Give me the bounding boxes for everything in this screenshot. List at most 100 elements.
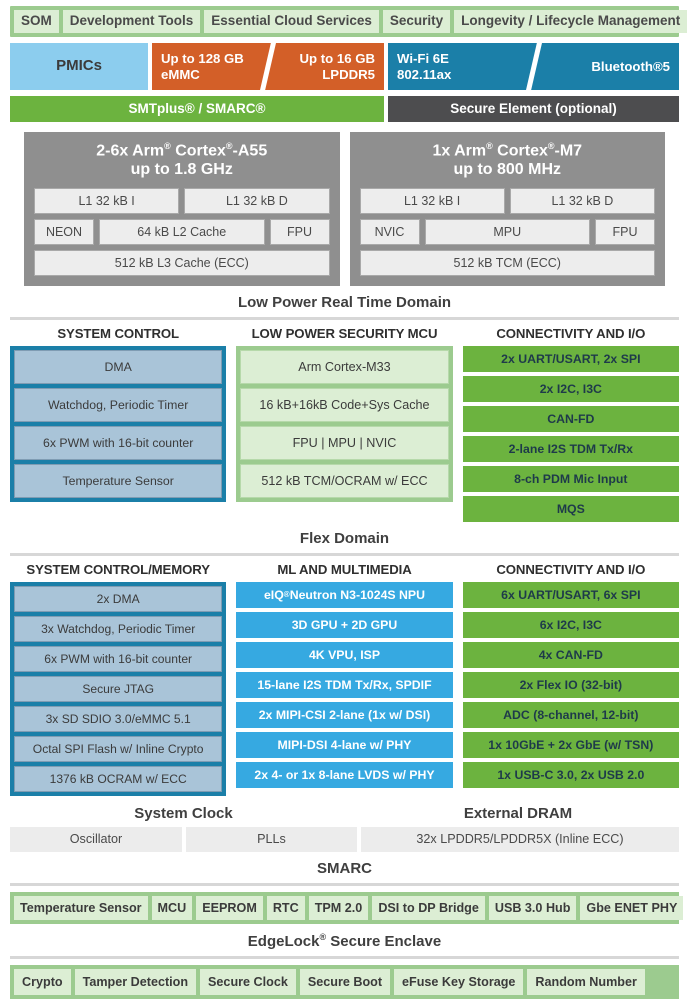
lp-system-control-item: DMA — [14, 350, 223, 385]
flex-ml-multimedia-column: ML AND MULTIMEDIA eIQ® Neutron N3-1024S … — [236, 562, 453, 796]
core-unit: 512 kB TCM (ECC) — [359, 250, 655, 277]
flex-connectivity-item: ADC (8-channel, 12-bit) — [462, 702, 679, 729]
core-unit: FPU — [595, 219, 655, 246]
core-unit: 512 kB L3 Cache (ECC) — [34, 250, 330, 277]
smarc-item: USB 3.0 Hub — [488, 896, 577, 921]
edgelock-item: Random Number — [527, 969, 645, 996]
som-item: Longevity / Lifecycle Management — [454, 10, 688, 33]
secure-element-block: Secure Element (optional) — [388, 96, 679, 122]
edgelock-item: Secure Boot — [299, 969, 391, 996]
flex-system-control-memory-item: Secure JTAG — [14, 676, 223, 703]
flex-ml-multimedia-item: 4K VPU, ISP — [236, 642, 453, 669]
core-unit: L1 32 kB D — [509, 188, 655, 215]
flex-connectivity-column: CONNECTIVITY AND I/O 6x UART/USART, 6x S… — [462, 562, 679, 796]
flex-connectivity-item: 4x CAN-FD — [462, 642, 679, 669]
column-heading: CONNECTIVITY AND I/O — [496, 562, 646, 578]
smarc-item: DSI to DP Bridge — [372, 896, 485, 921]
lp-security-mcu-item: 512 kB TCM/OCRAM w/ ECC — [240, 464, 449, 499]
flex-connectivity-item: 1x USB-C 3.0, 2x USB 2.0 — [462, 762, 679, 789]
core-unit: MPU — [424, 219, 590, 246]
lp-security-mcu-item: Arm Cortex-M33 — [240, 350, 449, 385]
plls-block: PLLs — [186, 827, 357, 853]
core-unit: L1 32 kB D — [184, 188, 330, 215]
som-item: Essential Cloud Services — [204, 10, 379, 33]
lp-connectivity-item: 2x I2C, I3C — [462, 376, 679, 403]
lp-security-mcu-item: 16 kB+16kB Code+Sys Cache — [240, 388, 449, 423]
flex-system-control-memory-item: 6x PWM with 16-bit counter — [14, 646, 223, 673]
edgelock-item: Secure Clock — [200, 969, 296, 996]
flex-ml-multimedia-item: 2x 4- or 1x 8-lane LVDS w/ PHY — [236, 762, 453, 789]
flex-system-control-memory-item: 3x SD SDIO 3.0/eMMC 5.1 — [14, 706, 223, 733]
edgelock-item: Tamper Detection — [74, 969, 197, 996]
lp-connectivity-item: 2x UART/USART, 2x SPI — [462, 346, 679, 373]
core-unit: L1 32 kB I — [359, 188, 505, 215]
core-unit: FPU — [269, 219, 330, 246]
section-divider — [10, 956, 679, 960]
smarc-item: TPM 2.0 — [308, 896, 369, 921]
smarc-item: EEPROM — [196, 896, 263, 921]
flex-ml-multimedia-item: 3D GPU + 2D GPU — [236, 612, 453, 639]
oscillator-block: Oscillator — [10, 827, 182, 853]
flex-ml-multimedia-item: MIPI-DSI 4-lane w/ PHY — [236, 732, 453, 759]
lp-connectivity-item: 8-ch PDM Mic Input — [462, 466, 679, 493]
flex-connectivity-item: 2x Flex IO (32-bit) — [462, 672, 679, 699]
lp-connectivity-column: CONNECTIVITY AND I/O 2x UART/USART, 2x S… — [462, 326, 679, 523]
flex-connectivity-item: 6x UART/USART, 6x SPI — [462, 582, 679, 609]
section-divider — [10, 317, 679, 321]
smtplus-smarc-block: SMTplus® / SMARC® — [10, 96, 384, 122]
lp-security-mcu-item: FPU | MPU | NVIC — [240, 426, 449, 461]
flex-ml-multimedia-item: eIQ® Neutron N3-1024S NPU — [236, 582, 453, 609]
clock-dram-row: Oscillator PLLs 32x LPDDR5/LPDDR5X (Inli… — [10, 827, 679, 853]
section-divider — [10, 883, 679, 887]
external-dram-heading: External DRAM — [463, 805, 573, 823]
smarc-label: SMARC — [317, 860, 372, 878]
column-heading: SYSTEM CONTROL — [57, 326, 179, 342]
column-heading: SYSTEM CONTROL/MEMORY — [26, 562, 210, 578]
som-item: SOM — [14, 10, 59, 33]
lp-connectivity-item: 2-lane I2S TDM Tx/Rx — [462, 436, 679, 463]
flex-system-control-memory-item: 3x Watchdog, Periodic Timer — [14, 616, 223, 643]
lp-system-control-item: Watchdog, Periodic Timer — [14, 388, 223, 423]
core-unit: 64 kB L2 Cache — [99, 219, 265, 246]
flex-ml-multimedia-list: eIQ® Neutron N3-1024S NPU 3D GPU + 2D GPU… — [236, 582, 453, 789]
lpddr5-dram-block: 32x LPDDR5/LPDDR5X (Inline ECC) — [361, 827, 679, 853]
flex-domain-label: Flex Domain — [299, 530, 390, 548]
lp-system-control-item: 6x PWM with 16-bit counter — [14, 426, 223, 461]
flex-system-control-memory-item: Octal SPI Flash w/ Inline Crypto — [14, 736, 223, 763]
section-divider — [10, 553, 679, 557]
column-heading: CONNECTIVITY AND I/O — [496, 326, 646, 342]
flex-connectivity-item: 1x 10GbE + 2x GbE (w/ TSN) — [462, 732, 679, 759]
lp-system-control-item: Temperature Sensor — [14, 464, 223, 499]
system-clock-heading: System Clock — [134, 805, 233, 823]
smarc-item: Gbe ENET PHY — [580, 896, 684, 921]
core-row: 512 kB L3 Cache (ECC) — [34, 250, 330, 277]
edgelock-item: Crypto — [14, 969, 71, 996]
flex-connectivity-item: 6x I2C, I3C — [462, 612, 679, 639]
smtplus-secure-element-row: SMTplus® / SMARC® Secure Element (option… — [10, 96, 679, 122]
pmics-block: PMICs — [10, 43, 148, 90]
low-power-domain-label: Low Power Real Time Domain — [237, 294, 452, 312]
clock-dram-headings: System Clock External DRAM — [10, 805, 679, 822]
edgelock-label: EdgeLock® Secure Enclave — [247, 932, 442, 951]
